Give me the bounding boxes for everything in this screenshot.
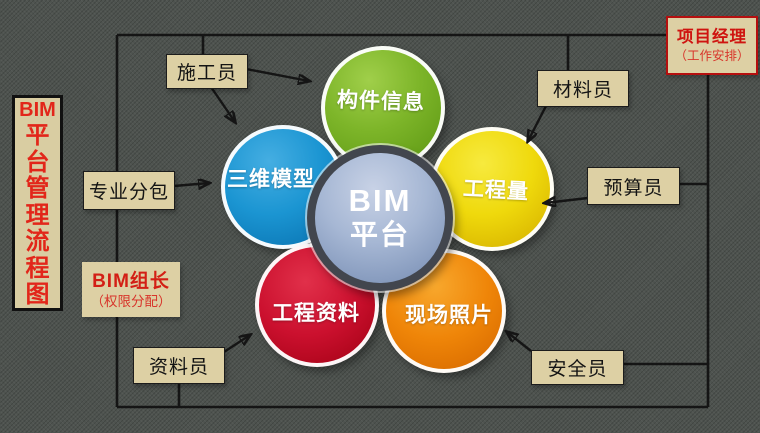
bim-leader-box: BIM组长 （权限分配）: [82, 262, 180, 317]
bim-platform-hub: BIM 平台: [307, 145, 453, 291]
role-box-builder: 施工员: [166, 54, 248, 89]
arrow-builder-to-component-info: [245, 67, 309, 81]
slide-title-char-1: 平: [25, 122, 50, 150]
petal-label-project-data: 工程资料: [272, 302, 360, 325]
arrow-subcontract-to-3d-model: [173, 183, 209, 186]
project-manager-title: 项目经理: [677, 28, 747, 46]
role-box-safety-officer: 安全员: [531, 350, 624, 385]
petal-label-3d-model: 三维模型: [227, 168, 315, 191]
slide-title-char-5: 流: [25, 228, 50, 256]
petal-label-component-info: 构件信息: [336, 88, 426, 115]
role-box-estimator: 预算员: [587, 167, 680, 205]
role-box-document-clerk: 资料员: [133, 347, 225, 384]
bim-leader-subtitle: （权限分配）: [90, 293, 172, 309]
bim-platform-hub-inner: BIM 平台: [315, 153, 445, 283]
slide-title-latin: BIM: [19, 99, 56, 122]
hub-title-line2: 平台: [349, 219, 410, 250]
bim-leader-title: BIM组长: [92, 270, 170, 292]
slide-title-char-7: 图: [25, 281, 50, 309]
slide-title-char-3: 管: [25, 175, 50, 203]
slide-title-vertical: BIM 平 台 管 理 流 程 图: [12, 95, 63, 311]
role-box-material-clerk: 材料员: [537, 70, 629, 107]
arrow-builder-to-3d-model: [210, 86, 235, 122]
petal-label-quantity: 工程量: [462, 177, 530, 204]
arrow-safety-to-site-photos: [507, 332, 532, 352]
hub-title-line1: BIM: [348, 183, 412, 218]
arrow-material-to-quantity: [528, 105, 548, 141]
slide-title-char-4: 理: [25, 201, 50, 229]
slide-title-char-2: 台: [25, 148, 50, 176]
arrow-document-to-project-data: [223, 335, 250, 354]
role-box-subcontractor: 专业分包: [83, 171, 175, 210]
project-manager-subtitle: （工作安排）: [674, 49, 750, 63]
slide-title-char-6: 程: [25, 254, 50, 282]
project-manager-box: 项目经理 （工作安排）: [666, 16, 758, 75]
petal-label-site-photos: 现场照片: [405, 304, 493, 327]
